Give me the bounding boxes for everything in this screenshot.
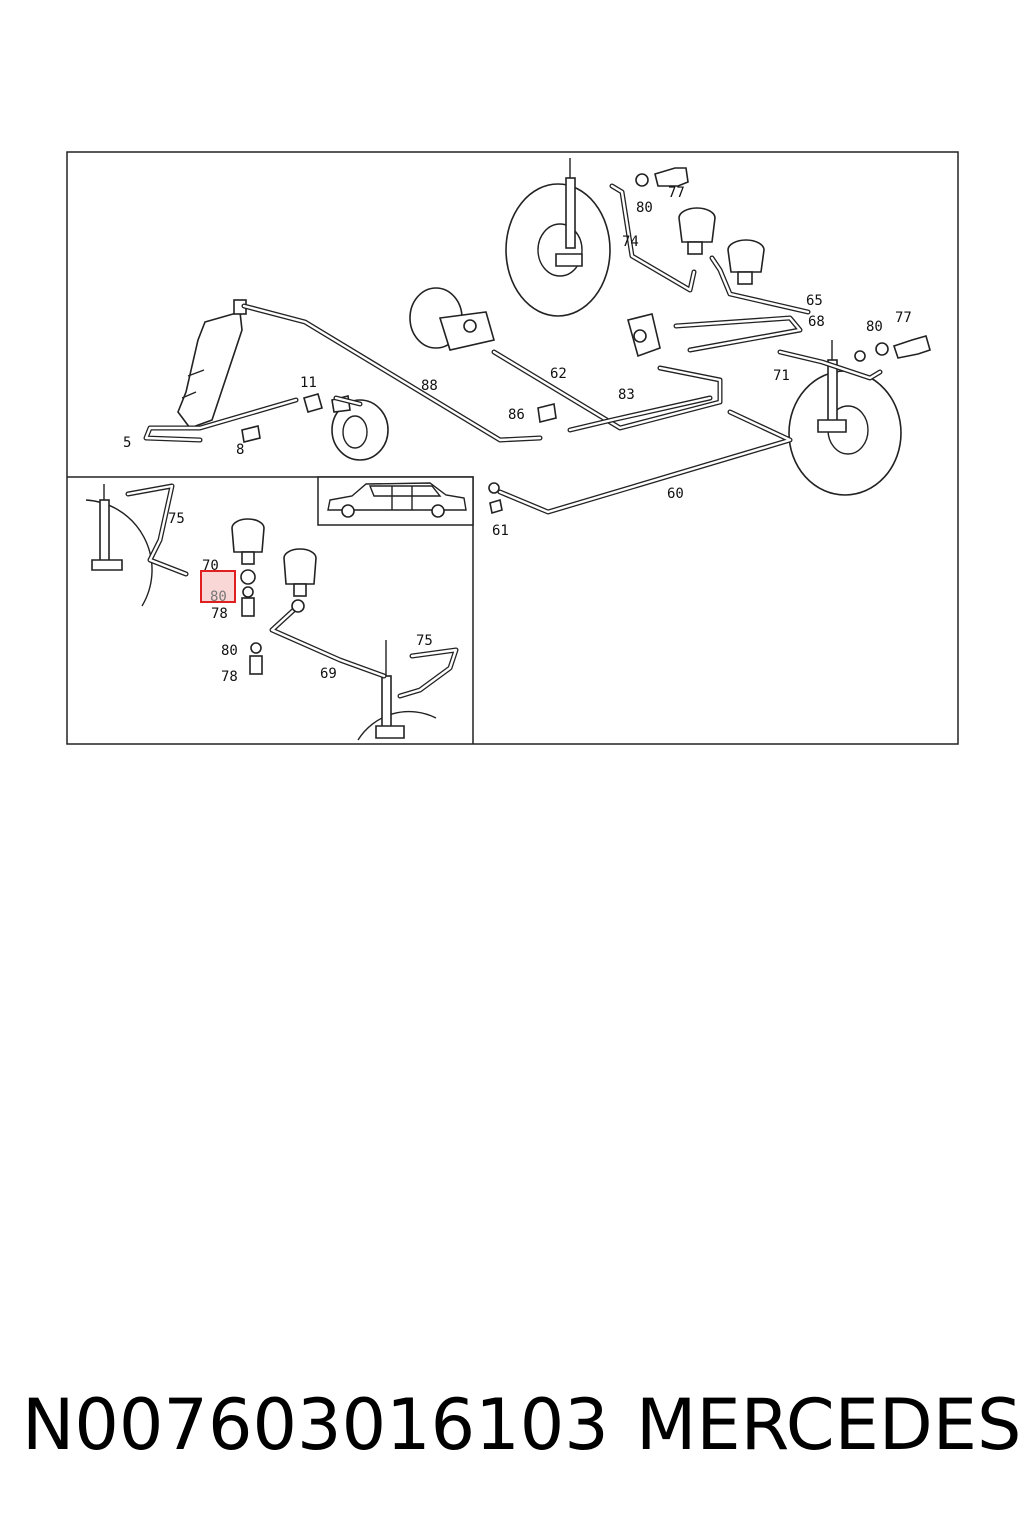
callout-8: 8 [236, 442, 244, 458]
callout-11: 11 [300, 375, 317, 391]
vehicle-thumbnail [327, 482, 467, 518]
callout-83: 83 [618, 387, 635, 403]
callout-80-highlighted: 80 [210, 589, 227, 605]
caption-bar: N007603016103 MERCEDES [0, 1375, 1024, 1475]
callout-62: 62 [550, 366, 567, 382]
callout-5: 5 [123, 435, 131, 451]
callout-69: 69 [320, 666, 337, 682]
callout-86: 86 [508, 407, 525, 423]
callout-80-top: 80 [636, 200, 653, 216]
brand-name: MERCEDES [636, 1384, 1022, 1466]
callout-78-inset-b: 78 [221, 669, 238, 685]
fitting-part-86 [537, 403, 557, 423]
callout-61: 61 [492, 523, 509, 539]
callout-68: 68 [808, 314, 825, 330]
callout-80-right: 80 [866, 319, 883, 335]
bolt-part-77b [854, 335, 931, 362]
small-fitting-61 [488, 482, 503, 515]
callout-75-inset-right: 75 [416, 633, 433, 649]
brake-pipes-upper [143, 183, 883, 515]
brake-caliper-left [678, 207, 716, 255]
callout-80-inset: 80 [221, 643, 238, 659]
brake-line-parts-diagram: 5 8 11 88 62 86 83 60 61 74 80 77 65 68 … [66, 151, 959, 745]
right-brake-disc [788, 340, 902, 496]
callout-78-inset-a: 78 [211, 606, 228, 622]
vehicle-thumbnail-frame [317, 476, 474, 526]
inset-left-disc [85, 484, 153, 607]
highlighted-part-80-box[interactable] [200, 570, 236, 603]
clip-part-11 [303, 393, 323, 413]
brake-booster [409, 287, 496, 351]
callout-70: 70 [202, 558, 219, 574]
part-number: N007603016103 [22, 1384, 609, 1466]
callout-77-top: 77 [668, 185, 685, 201]
callout-60: 60 [667, 486, 684, 502]
inset-pipes [125, 483, 459, 699]
callout-65: 65 [806, 293, 823, 309]
callout-74: 74 [622, 234, 639, 250]
brake-distributor [627, 313, 661, 358]
inset-right-disc [357, 640, 437, 741]
left-brake-disc [505, 158, 611, 317]
callout-77-right: 77 [895, 310, 912, 326]
bolt-part-77a [635, 167, 689, 187]
callout-75-inset-left: 75 [168, 511, 185, 527]
inset-caliper-left [231, 518, 265, 565]
inset-fittings [240, 569, 305, 675]
callout-88: 88 [421, 378, 438, 394]
diagram-frame [66, 151, 959, 745]
inset-caliper-right [283, 548, 317, 597]
brake-caliper-right [727, 239, 765, 285]
callout-71: 71 [773, 368, 790, 384]
brake-fluid-reservoir [177, 299, 247, 429]
hose-part-8 [241, 425, 261, 443]
